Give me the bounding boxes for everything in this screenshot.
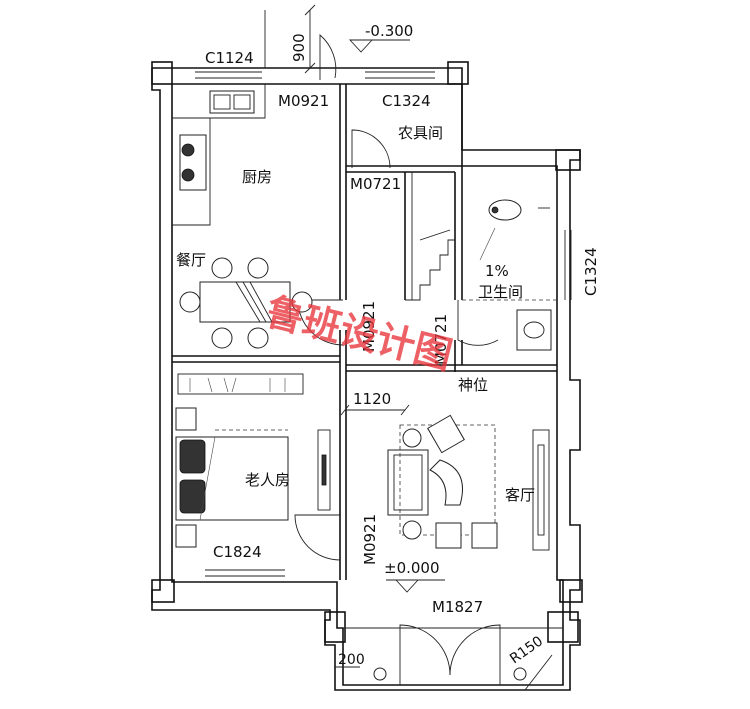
sofa-set xyxy=(387,414,498,549)
dimension-1120 xyxy=(340,404,410,416)
window-c1324-side: C1324 xyxy=(582,247,600,296)
window-c1124: C1124 xyxy=(205,49,254,67)
elevation-outdoor: -0.300 xyxy=(365,22,413,40)
slope-label: 1% xyxy=(485,262,509,280)
stair xyxy=(405,172,455,301)
elevation-floor: ±0.000 xyxy=(384,559,440,577)
door-m0721-bath: M0721 xyxy=(432,314,450,365)
room-kitchen: 厨房 xyxy=(242,168,272,186)
toilet-icon xyxy=(488,199,550,221)
elevation-marker-floor xyxy=(386,579,445,593)
dim-200-label: 200 xyxy=(338,652,365,668)
radius-leader xyxy=(524,654,553,691)
room-dining: 餐厅 xyxy=(176,251,206,269)
interior-walls xyxy=(172,84,557,580)
tv-cabinet-bedroom xyxy=(317,429,331,511)
sink-icon xyxy=(209,90,255,114)
bed xyxy=(175,407,289,548)
room-living: 客厅 xyxy=(505,486,535,504)
slope-arrow xyxy=(479,227,496,261)
bathroom-sink-icon xyxy=(516,309,552,351)
window-lines xyxy=(195,71,572,577)
dim-r150-label: R150 xyxy=(507,633,546,667)
room-shrine: 神位 xyxy=(458,376,488,394)
door-m0921-bedroom: M0921 xyxy=(361,514,379,565)
window-c1324-top: C1324 xyxy=(382,92,431,110)
dim-1120-label: 1120 xyxy=(353,390,391,408)
room-bathroom: 卫生间 xyxy=(478,283,523,301)
room-tool: 农具间 xyxy=(398,124,443,142)
dining-table xyxy=(179,257,313,349)
dim-900-label: 900 xyxy=(290,33,308,62)
tv-cabinet-living xyxy=(532,429,550,551)
column-left xyxy=(373,667,387,681)
column-right xyxy=(513,667,527,681)
exterior-walls xyxy=(151,67,581,691)
door-m0921-kitchen: M0921 xyxy=(278,92,329,110)
door-m0721-tool: M0721 xyxy=(350,175,401,193)
door-m1827: M1827 xyxy=(432,598,483,616)
elevation-marker-outdoor xyxy=(348,39,410,53)
window-c1824: C1824 xyxy=(213,543,262,561)
dimension-900 xyxy=(264,4,316,74)
kitchen-counter xyxy=(172,84,266,226)
door-swings xyxy=(294,34,501,685)
room-elderly: 老人房 xyxy=(245,471,290,489)
wall-pilasters xyxy=(151,61,583,643)
door-m0921-hall: M0921 xyxy=(360,301,378,352)
wardrobe xyxy=(177,373,304,395)
stove-icon xyxy=(179,134,207,191)
